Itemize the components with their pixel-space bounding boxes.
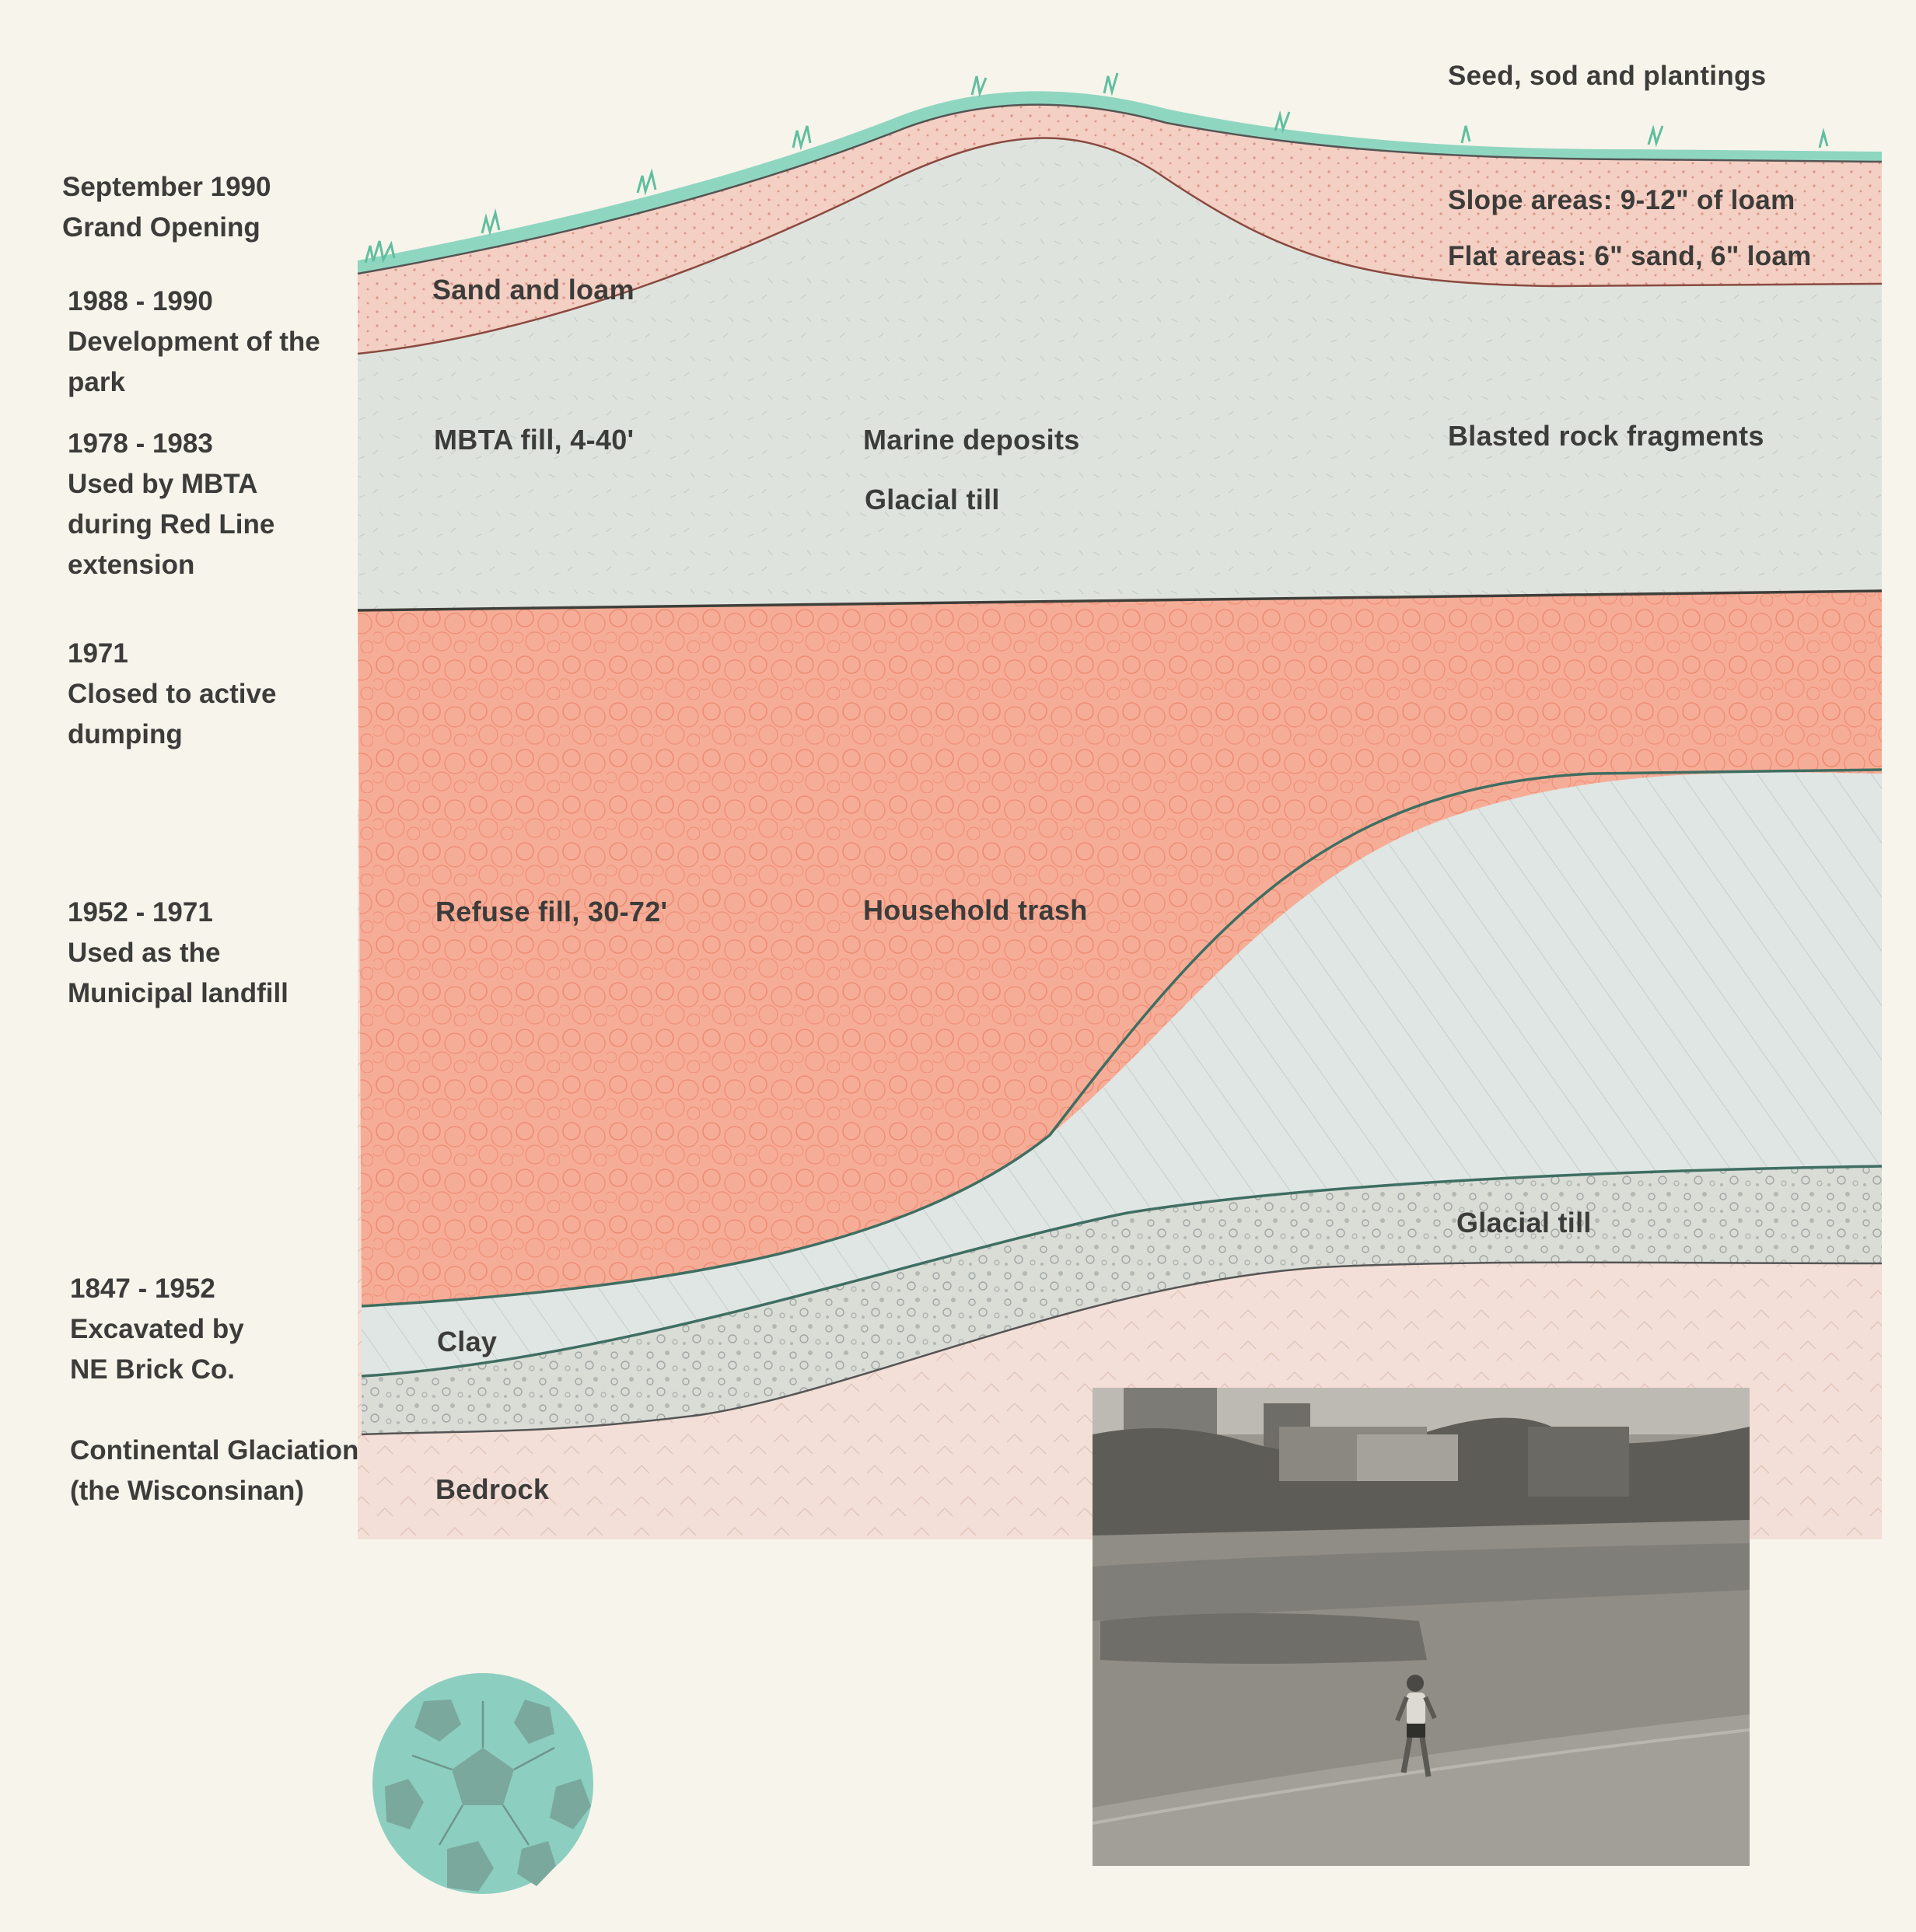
timeline-text: Development of the [68,322,320,362]
timeline-text: NE Brick Co. [70,1350,244,1390]
timeline-entry-1847: 1847 - 1952 Excavated by NE Brick Co. [70,1269,244,1390]
timeline-text: Municipal landfill [68,973,288,1014]
timeline-text: during Red Line [68,505,274,545]
timeline-date: 1988 - 1990 [68,281,320,322]
timeline-text: (the Wisconsinan) [70,1471,358,1511]
timeline-text: park [68,362,320,403]
label-blasted-rock: Blasted rock fragments [1448,420,1764,452]
timeline-text: Continental Glaciation [70,1431,358,1471]
timeline-entry-1990: September 1990 Grand Opening [62,167,271,248]
soccer-ball-icon [369,1670,596,1897]
label-seed-sod: Seed, sod and plantings [1448,61,1766,92]
timeline-text: Excavated by [70,1309,244,1350]
timeline-entry-1971: 1971 Closed to active dumping [68,634,276,755]
timeline-text: Used as the [68,933,288,973]
label-mbta-fill: MBTA fill, 4-40' [434,424,634,456]
timeline-date: 1978 - 1983 [68,424,274,464]
label-glacial-till-lower: Glacial till [1456,1207,1592,1239]
timeline-text: Used by MBTA [68,464,274,505]
photo-drawing [1093,1388,1750,1866]
timeline-text: Closed to active [68,674,276,714]
timeline-entry-1988: 1988 - 1990 Development of the park [68,281,320,403]
label-clay: Clay [437,1326,497,1358]
timeline-date: 1847 - 1952 [70,1269,244,1309]
timeline-date: 1952 - 1971 [68,893,288,933]
label-household-trash: Household trash [863,894,1088,927]
timeline-entry-1978: 1978 - 1983 Used by MBTA during Red Line… [68,424,274,585]
soccer-ball-drawing [369,1670,596,1897]
label-slope-areas: Slope areas: 9-12" of loam [1448,185,1795,216]
label-sand-loam: Sand and loam [432,274,635,306]
timeline-entry-1952: 1952 - 1971 Used as the Municipal landfi… [68,893,288,1014]
label-refuse-fill: Refuse fill, 30-72' [435,896,667,928]
timeline-entry-glaciation: Continental Glaciation (the Wisconsinan) [70,1431,358,1511]
timeline-date: 1971 [68,634,276,674]
label-bedrock: Bedrock [435,1473,549,1506]
timeline-text: Grand Opening [62,208,271,248]
label-flat-areas: Flat areas: 6" sand, 6" loam [1448,241,1812,272]
timeline-text: extension [68,545,274,585]
timeline-date: September 1990 [62,167,271,208]
park-jogger-photo [1093,1388,1750,1866]
label-marine-deposits: Marine deposits [863,424,1080,456]
timeline-text: dumping [68,714,276,755]
label-glacial-till-upper: Glacial till [865,484,1000,516]
